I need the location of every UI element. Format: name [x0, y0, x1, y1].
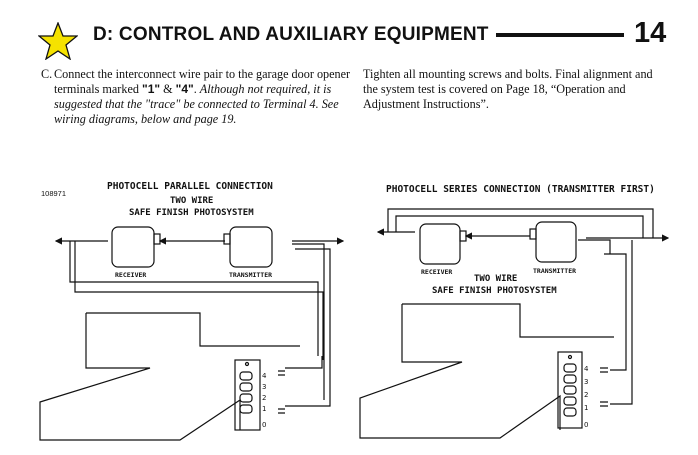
wiring-diagrams: PHOTOCELL PARALLEL CONNECTION 108971 TWO…: [39, 181, 670, 441]
page-header: D: CONTROL AND AUXILIARY EQUIPMENT 14: [0, 0, 698, 60]
section-title: D: CONTROL AND AUXILIARY EQUIPMENT: [93, 24, 489, 45]
transmitter-label-series: TRANSMITTER: [533, 267, 576, 275]
step-note: Although not required, it is suggested t…: [54, 82, 339, 126]
terminal-1-label: "1": [142, 82, 161, 96]
receiver-connector: [153, 233, 161, 245]
step-text-part1: Connect the interconnect wire pair to th…: [54, 67, 351, 96]
parallel-subtitle-1: TWO WIRE: [170, 196, 213, 206]
page-number: 14: [634, 17, 667, 49]
terminal-screws: [239, 371, 253, 414]
terminal-4: 4: [262, 372, 267, 380]
step-text-part2: .: [193, 82, 200, 96]
parallel-connection-diagram: PHOTOCELL PARALLEL CONNECTION 108971 TWO…: [39, 181, 345, 441]
header-rule: [496, 33, 624, 37]
terminal-4-label: "4": [175, 82, 194, 96]
series-subtitle-1: TWO WIRE: [474, 274, 517, 284]
receiver-unit-series: [419, 223, 461, 265]
opener-terminal-block-series: [557, 351, 583, 429]
terminal-2: 2: [262, 394, 266, 402]
series-connection-diagram: PHOTOCELL SERIES CONNECTION (TRANSMITTER…: [359, 184, 670, 439]
transmitter-unit-series: [535, 221, 577, 263]
transmitter-unit: [229, 226, 273, 268]
step-text-amp: &: [160, 82, 176, 96]
terminal-1-series: 1: [584, 404, 588, 412]
receiver-unit: [111, 226, 155, 268]
terminal-3-series: 3: [584, 378, 588, 386]
receiver-label: RECEIVER: [115, 271, 146, 279]
step-label: C.: [41, 67, 53, 81]
instruction-step-c: C. Connect the interconnect wire pair to…: [41, 67, 351, 127]
terminal-4-series: 4: [584, 365, 589, 373]
tighten-instructions: Tighten all mounting screws and bolts. F…: [363, 67, 653, 111]
receiver-connector-series: [459, 230, 467, 242]
terminal-3: 3: [262, 383, 266, 391]
terminal-2-series: 2: [584, 391, 588, 399]
series-subtitle-2: SAFE FINISH PHOTOSYSTEM: [432, 286, 557, 296]
terminal-0: 0: [262, 421, 266, 429]
star-icon: [38, 22, 78, 60]
transmitter-label: TRANSMITTER: [229, 271, 272, 279]
series-diagram-title: PHOTOCELL SERIES CONNECTION (TRANSMITTER…: [386, 184, 655, 195]
opener-terminal-block: [234, 359, 261, 431]
receiver-label-series: RECEIVER: [421, 268, 452, 276]
parallel-diagram-title: PHOTOCELL PARALLEL CONNECTION: [107, 181, 273, 192]
transmitter-connector: [223, 233, 231, 245]
parallel-subtitle-2: SAFE FINISH PHOTOSYSTEM: [129, 208, 254, 218]
terminal-screws-series: [563, 363, 577, 417]
figure-id: 108971: [41, 189, 66, 198]
terminal-1: 1: [262, 405, 266, 413]
transmitter-connector-series: [529, 228, 537, 240]
step-text: Connect the interconnect wire pair to th…: [54, 67, 351, 127]
terminal-0-series: 0: [584, 421, 588, 429]
